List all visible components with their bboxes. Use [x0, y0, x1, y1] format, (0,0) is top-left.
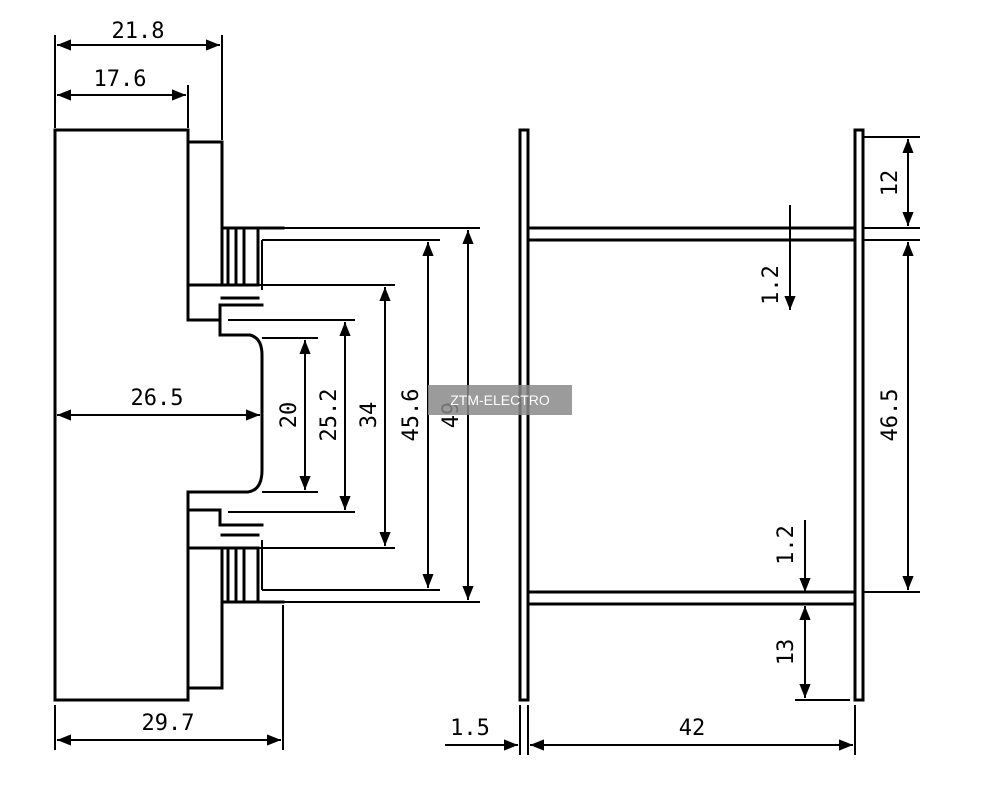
right-extension-lines: [519, 136, 920, 755]
dim-label-25-2: 25.2: [317, 389, 342, 442]
dim-label-42: 42: [679, 716, 706, 741]
watermark-text: ZTM-ELECTRO: [450, 392, 550, 408]
left-body-outline: [53, 128, 264, 702]
dim-label-1-2-bottom: 1.2: [774, 525, 799, 565]
right-top-wall: [526, 226, 857, 242]
watermark-box: [428, 385, 572, 415]
dim-label-46-5: 46.5: [878, 389, 903, 442]
watermark: ZTM-ELECTRO: [428, 385, 572, 415]
dim-label-26-5: 26.5: [131, 386, 184, 411]
left-side-view: 21.8 17.6 26.5 29.7 20 25.2 34 45.6 49: [53, 19, 480, 750]
dim-label-17-6: 17.6: [94, 67, 147, 92]
dim-label-29-7: 29.7: [142, 711, 195, 736]
left-extension-lines: [54, 35, 480, 750]
right-front-view: 12 46.5 1.2 1.2 13 1.5 42: [445, 128, 920, 755]
dim-label-45-6: 45.6: [399, 389, 424, 442]
right-winding-window: [526, 238, 857, 594]
left-top-inner-wall: [220, 228, 260, 300]
dim-label-12: 12: [878, 170, 903, 197]
dim-label-1-2-top: 1.2: [759, 265, 784, 305]
dim-label-1-5: 1.5: [450, 716, 490, 741]
dim-label-13: 13: [774, 639, 799, 666]
left-bottom-inner-wall: [220, 533, 260, 604]
dim-label-20: 20: [277, 402, 302, 429]
dim-label-21-8: 21.8: [112, 19, 165, 44]
right-bottom-wall: [526, 590, 857, 606]
left-middle-steps: [186, 303, 264, 527]
dim-label-34: 34: [357, 402, 382, 429]
